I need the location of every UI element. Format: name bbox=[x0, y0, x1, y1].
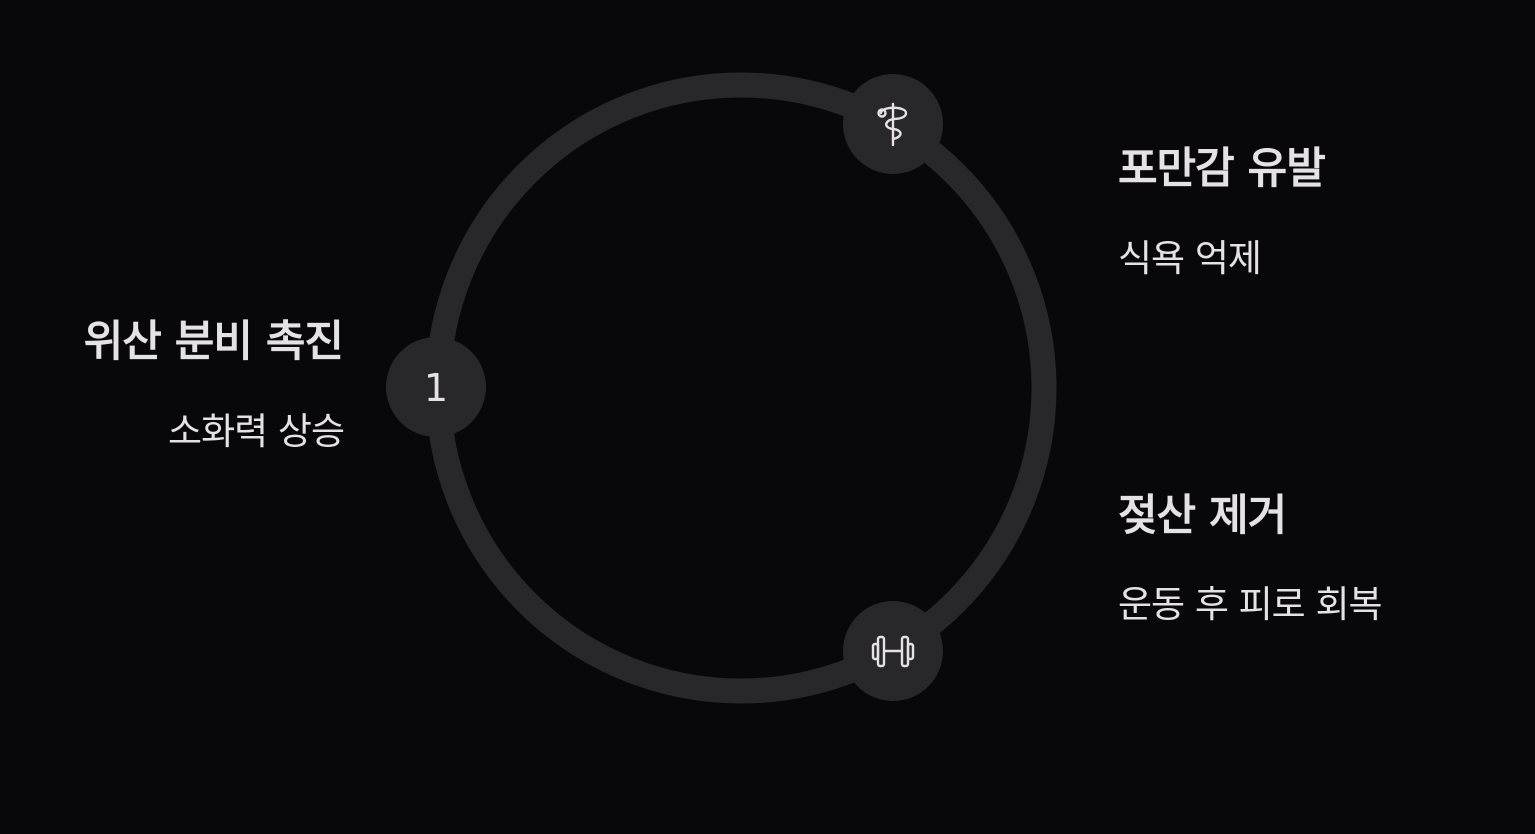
caduceus-icon bbox=[877, 102, 908, 147]
step-2-title: 포만감 유발 bbox=[1118, 144, 1326, 194]
dumbbell-icon bbox=[871, 635, 915, 668]
step-3-title: 젖산 제거 bbox=[1118, 491, 1287, 541]
step-3-description: 운동 후 피로 회복 bbox=[1118, 583, 1383, 626]
step-2-description: 식욕 억제 bbox=[1118, 237, 1262, 280]
node-circle bbox=[386, 337, 486, 437]
cycle-ring bbox=[425, 72, 1057, 704]
step-1-title: 위산 분비 촉진 bbox=[83, 317, 344, 367]
node-step-1[interactable]: 1 bbox=[386, 337, 486, 437]
step-number: 1 bbox=[424, 366, 448, 410]
node-exercise[interactable] bbox=[843, 601, 943, 701]
step-1-description: 소화력 상승 bbox=[168, 410, 345, 453]
node-digestion[interactable] bbox=[843, 74, 943, 174]
